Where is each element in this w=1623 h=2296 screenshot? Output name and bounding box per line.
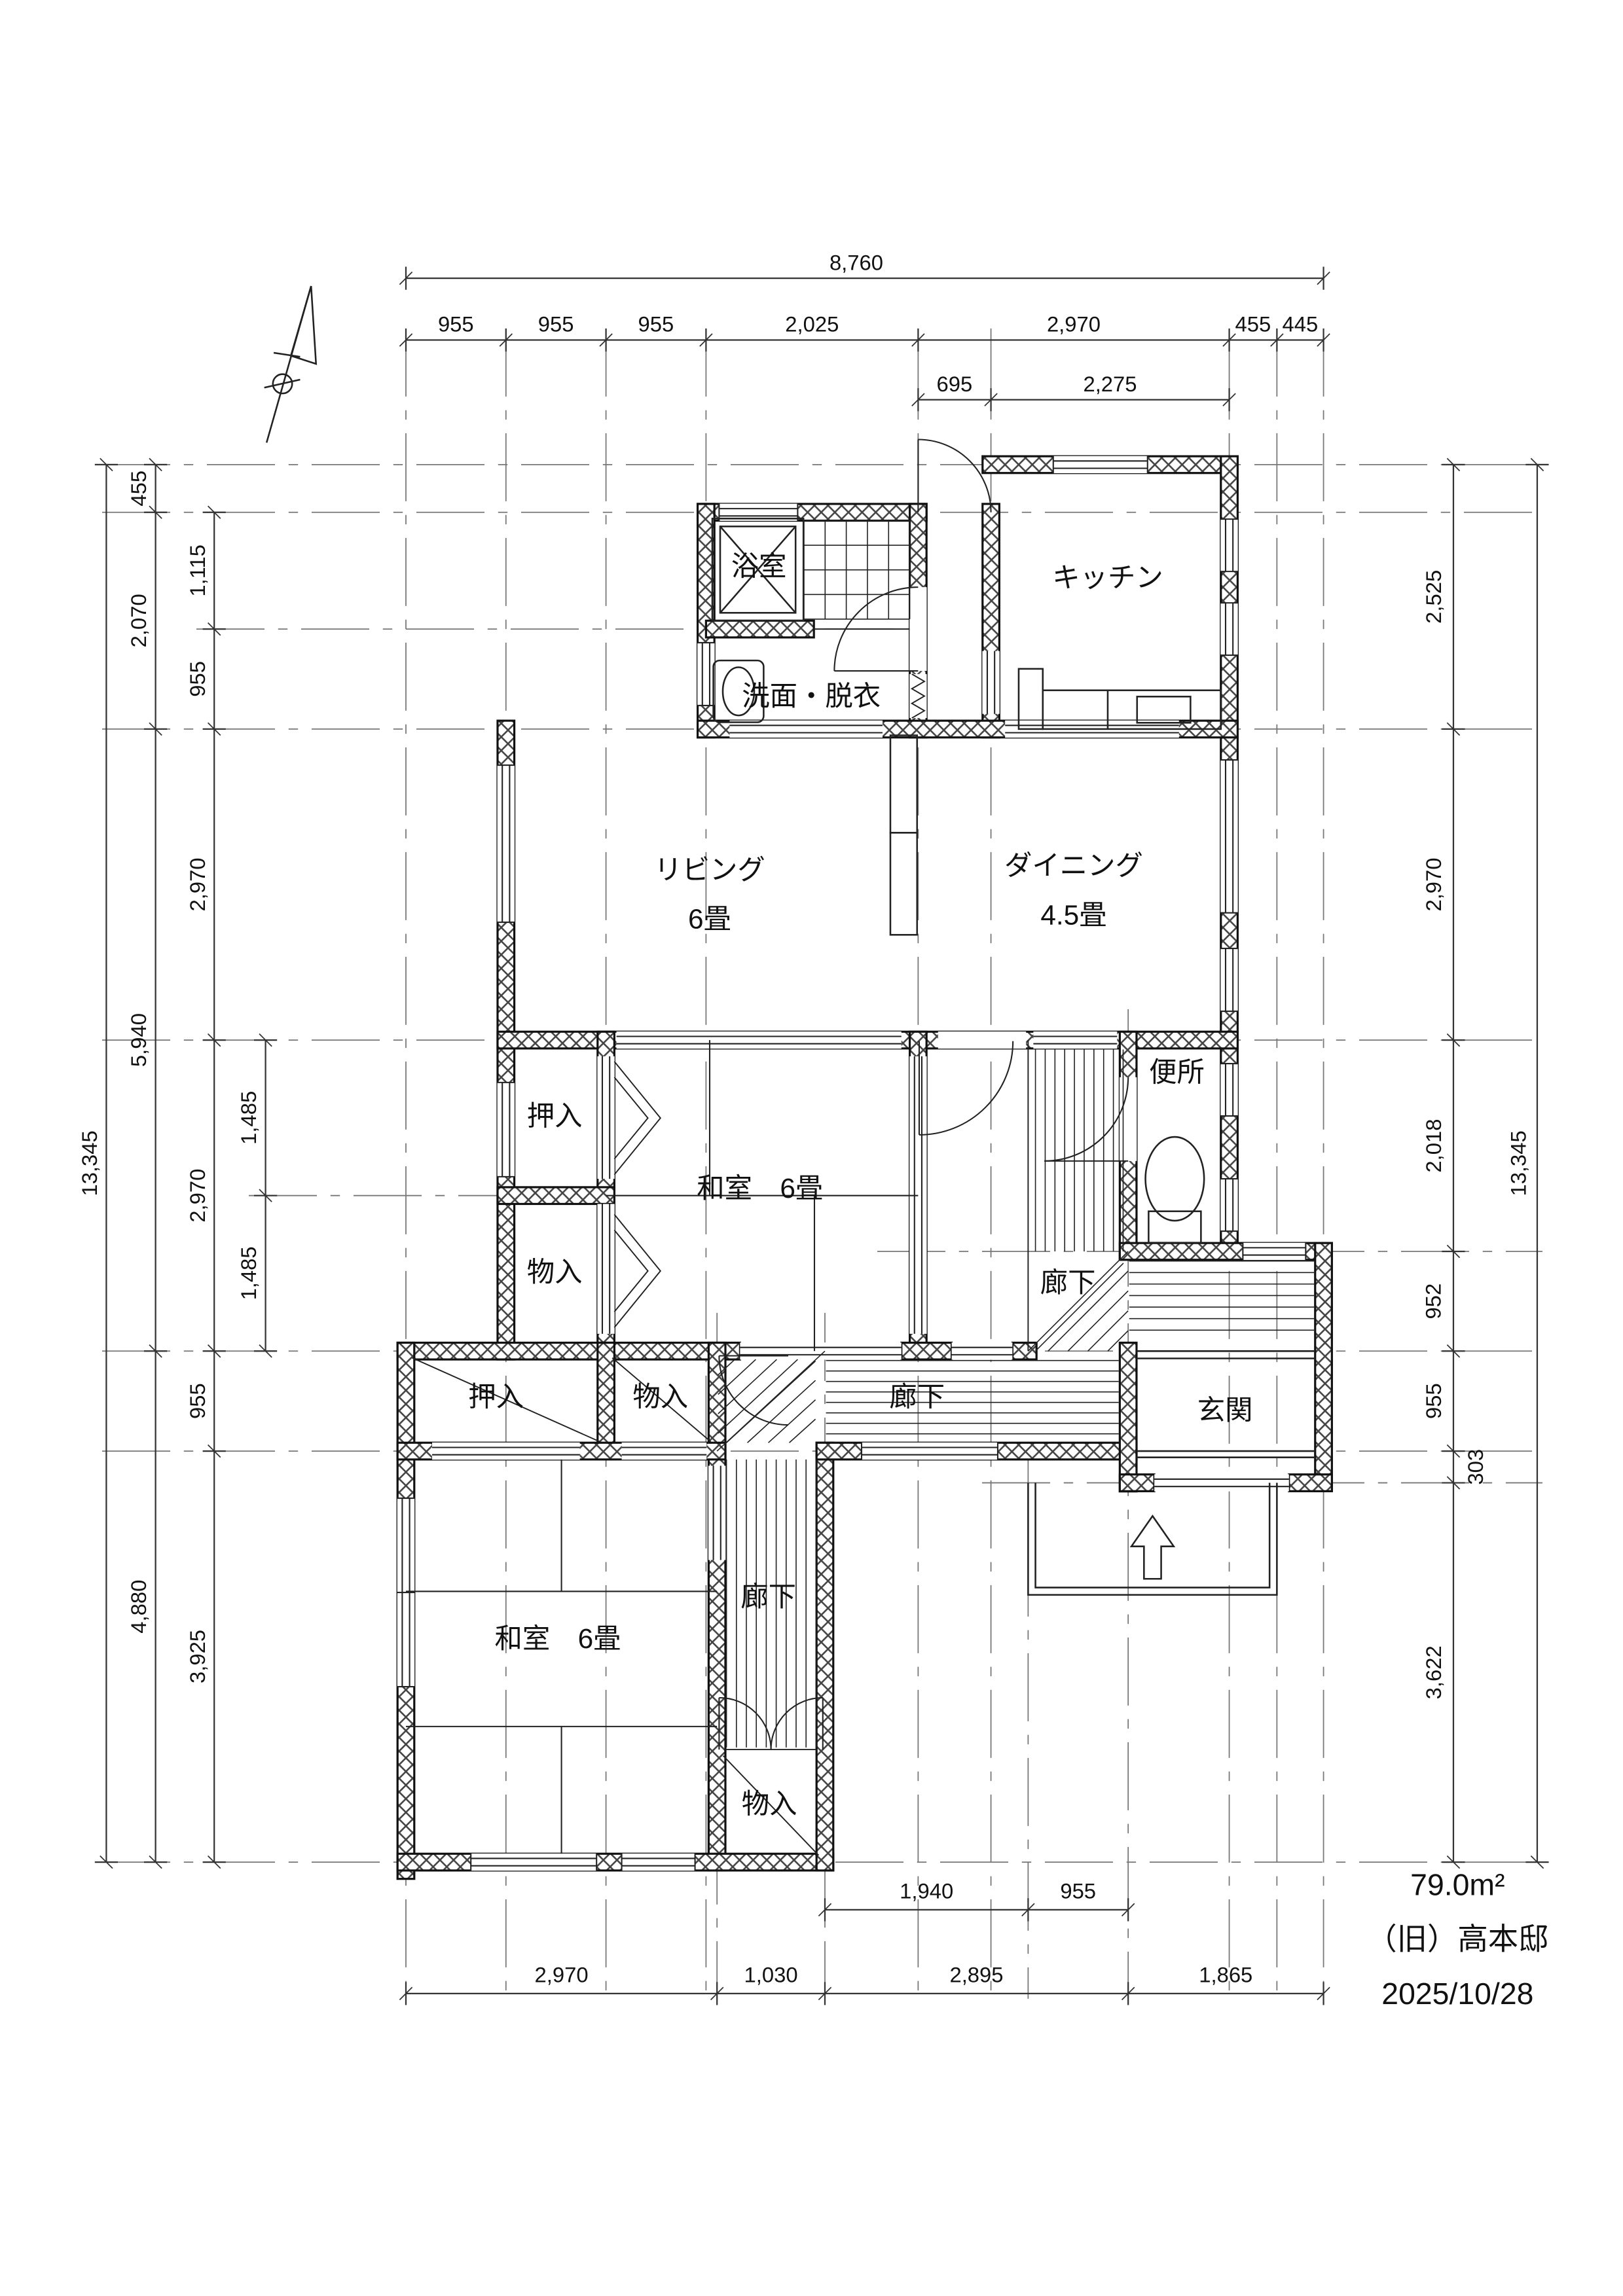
room-label: 洗面・脱衣: [742, 681, 881, 711]
dimension-label: 955: [1060, 1878, 1096, 1903]
dimension-label: 13,345: [1506, 1130, 1530, 1196]
dimension-label: 445: [1283, 312, 1319, 336]
dimension-label: 955: [185, 661, 210, 697]
room-label: 便所: [1149, 1056, 1205, 1087]
dimension-label: 2,018: [1421, 1119, 1446, 1173]
dimension-label: 2,970: [1421, 857, 1446, 911]
dimension-label: 455: [1235, 312, 1271, 336]
owner-label: （旧）高本邸: [1366, 1922, 1548, 1956]
dimension-label: 952: [1421, 1283, 1446, 1319]
dimension-label: 8,760: [830, 250, 883, 274]
room-label: 浴室: [731, 551, 787, 582]
bathtub: [711, 518, 805, 622]
room-label: ダイニング: [1004, 850, 1143, 881]
dimension-label: 1,485: [236, 1091, 261, 1145]
room-label: 廊下: [1040, 1267, 1096, 1298]
dimension-label: 2,025: [785, 312, 839, 336]
date-label: 2025/10/28: [1381, 1977, 1533, 2011]
area-label: 79.0m²: [1410, 1867, 1504, 1901]
dimension-label: 455: [126, 471, 151, 507]
kitchen-sink: [1136, 696, 1192, 724]
washbasin: [712, 659, 765, 723]
dimension-label: 4,880: [126, 1580, 151, 1634]
room-label: 廊下: [740, 1581, 796, 1612]
room-label: 和室 6畳: [697, 1173, 823, 1204]
dimension-label: 2,970: [535, 1962, 589, 1986]
accordion-door: [910, 673, 926, 719]
tatami-lines: [405, 1040, 919, 1854]
dimension-label: 3,925: [185, 1630, 210, 1683]
toilet-bowl: [1144, 1136, 1205, 1222]
room-label: 押入: [468, 1381, 524, 1412]
window-and-door-openings: [397, 456, 1307, 1871]
dimension-label: 2,970: [185, 857, 210, 911]
room-label: 6畳: [688, 904, 731, 935]
dimension-label: 1,485: [236, 1246, 261, 1300]
partition-cabinet: [889, 734, 919, 834]
dimension-label: 1,115: [185, 545, 210, 597]
dimension-label: 2,970: [1047, 312, 1101, 336]
dimension-label: 2,070: [126, 594, 151, 647]
closet-door-marks: [412, 1061, 820, 1856]
dimension-label: 3,622: [1421, 1645, 1446, 1699]
room-label: 押入: [527, 1100, 583, 1131]
dimension-label: 1,940: [900, 1878, 953, 1903]
room-label: 廊下: [889, 1381, 945, 1412]
toilet-tank: [1148, 1210, 1202, 1244]
room-label: キッチン: [1052, 562, 1163, 593]
bath-tile-floor: [803, 520, 911, 620]
kitchen-counter: [1042, 689, 1222, 730]
dimension-label: 955: [185, 1383, 210, 1419]
dimension-label: 5,940: [126, 1013, 151, 1067]
entry-arrow-icon: [1129, 1515, 1176, 1580]
dimension-label: 2,275: [1083, 372, 1137, 396]
room-label: 4.5畳: [1040, 899, 1106, 930]
dimension-label: 1,865: [1199, 1962, 1252, 1986]
dimension-label: 13,345: [77, 1130, 101, 1196]
dimension-label: 955: [1421, 1383, 1446, 1419]
dimension-label: 955: [438, 312, 474, 336]
floor-details: [405, 439, 1315, 1856]
dimension-label: 2,895: [949, 1962, 1003, 1986]
walls: [396, 455, 1333, 1880]
dimension-label: 2,525: [1421, 570, 1446, 624]
dimension-label: 955: [538, 312, 574, 336]
room-label: リビング: [654, 854, 765, 885]
room-label: 物入: [742, 1789, 797, 1820]
room-label: 物入: [527, 1257, 583, 1287]
entrance-porch: [1027, 1482, 1278, 1596]
dimension-label: 303: [1463, 1449, 1487, 1485]
labels: 8,760 955 955 955 2,025 2,970 455 445 695 2,275 13…: [77, 250, 1548, 2011]
dimension-label: 2,970: [185, 1169, 210, 1223]
room-label: 和室 6畳: [494, 1623, 621, 1654]
north-arrow-icon: [264, 285, 318, 443]
room-label: 物入: [632, 1381, 688, 1412]
dimension-label: 955: [638, 312, 674, 336]
corridor-plank-stripes: [716, 1049, 1315, 1748]
dimension-lines: [94, 266, 1549, 2005]
room-label: 玄関: [1197, 1395, 1253, 1426]
dimension-label: 695: [937, 372, 973, 396]
dimension-label: 1,030: [744, 1962, 798, 1986]
